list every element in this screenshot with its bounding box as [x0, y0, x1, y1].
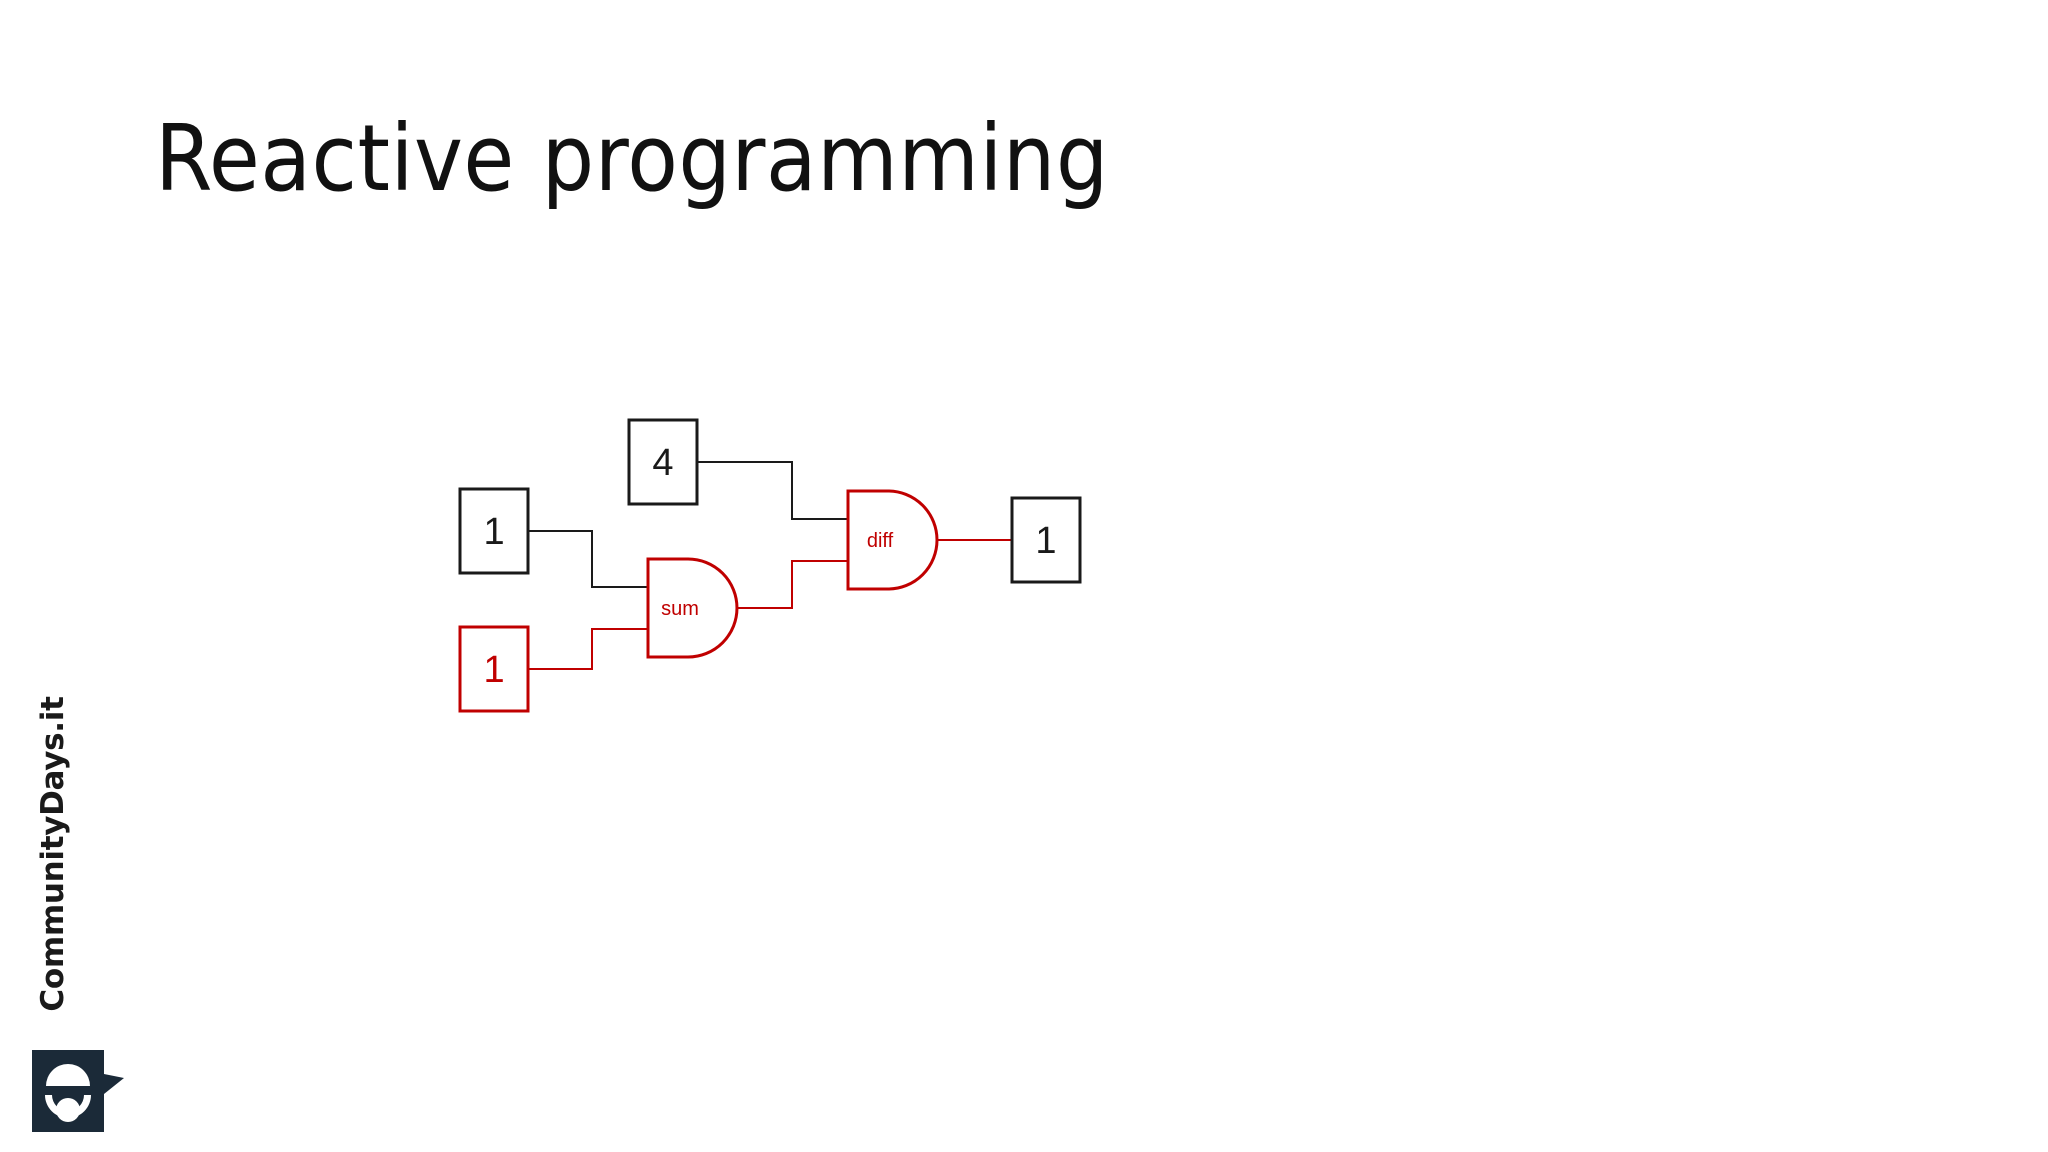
value-box-label: 1 — [483, 649, 504, 691]
node-input-c[interactable]: 1 — [458, 625, 530, 713]
edge-input-a-to-sum — [528, 530, 648, 588]
gate-outline — [646, 557, 739, 659]
value-box-label: 1 — [483, 511, 504, 553]
edge-input-c-to-sum — [528, 628, 648, 670]
logo-dome-shape — [46, 1064, 90, 1086]
edge-input-b-to-diff — [697, 461, 848, 520]
node-input-a[interactable]: 1 — [458, 487, 530, 575]
node-gate-sum[interactable]: sum — [646, 557, 739, 659]
value-box-outline — [458, 625, 530, 713]
brand-name: CommunityDays.it — [35, 696, 71, 1012]
gate-outline — [846, 489, 939, 591]
value-box-outline — [627, 418, 699, 506]
edge-sum-to-diff — [728, 560, 848, 609]
node-gate-diff[interactable]: diff — [846, 489, 939, 591]
page-title: Reactive programming — [155, 105, 1109, 212]
value-box-label: 1 — [1035, 520, 1056, 562]
dataflow-diagram: 4 1 1 sum diff — [458, 390, 1380, 810]
value-box-outline — [1010, 496, 1082, 584]
logo-circle-shape — [56, 1098, 80, 1122]
value-box-label: 4 — [652, 442, 673, 484]
gate-label: sum — [661, 598, 699, 620]
logo-badge-shape — [32, 1050, 124, 1132]
communitydays-logo-icon — [30, 1048, 126, 1134]
node-input-b[interactable]: 4 — [627, 418, 699, 506]
gate-label: diff — [867, 530, 894, 552]
value-box-outline — [458, 487, 530, 575]
node-output[interactable]: 1 — [1010, 496, 1082, 584]
branding-block: CommunityDays.it — [0, 640, 150, 1152]
